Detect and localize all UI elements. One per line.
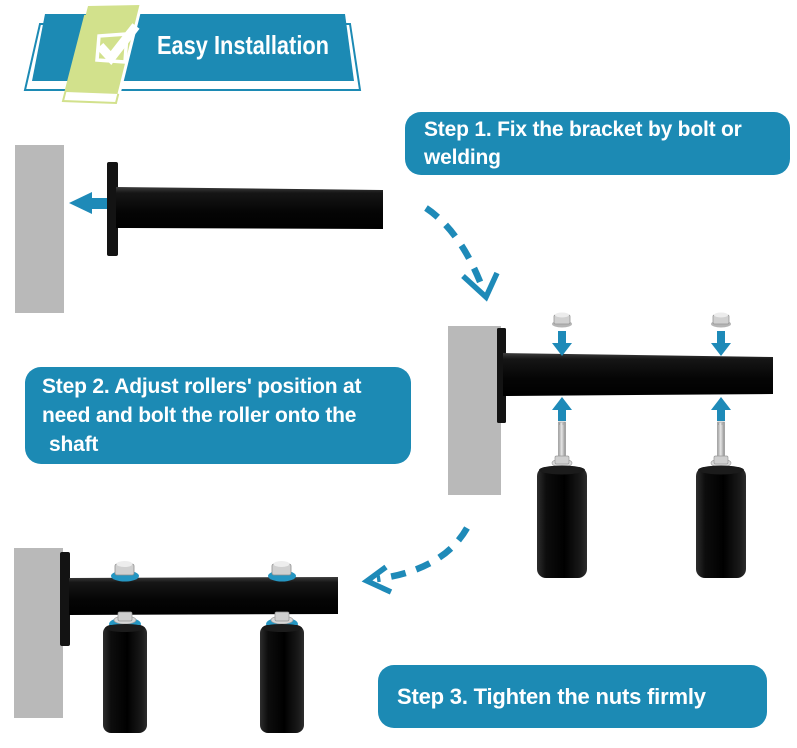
threaded-shaft (551, 421, 573, 468)
arrow-down-icon (711, 331, 731, 356)
arrow-up-icon (552, 397, 572, 421)
step-3-callout: Step 3. Tighten the nuts firmly (378, 665, 767, 728)
roller (103, 611, 147, 733)
banner-title: Easy Installation (157, 30, 329, 60)
step-2-text-line: Step 2. Adjust rollers' position at (42, 375, 362, 398)
arrow-down-icon (552, 331, 572, 356)
easy-installation-banner: Easy Installation (23, 4, 362, 105)
bracket-plate (60, 552, 70, 646)
illustration-finished-assembly (14, 548, 338, 733)
roller (537, 465, 587, 578)
mounting-post (14, 548, 63, 718)
mounting-post (448, 326, 501, 495)
curved-dashed-arrow-icon (424, 205, 500, 302)
bracket-beam (503, 353, 773, 396)
banner-green-band-edge (117, 4, 143, 95)
roller (260, 611, 304, 733)
step-1-text-line: Step 1. Fix the bracket by bolt or (424, 118, 742, 141)
illustration-roller-assembly (448, 312, 773, 578)
checkbox-check-icon (95, 23, 140, 65)
bracket-beam (116, 187, 383, 229)
tightened-nut-icon (111, 561, 139, 582)
step-2-callout: Step 2. Adjust rollers' position at need… (25, 367, 411, 464)
step-1-callout: Step 1. Fix the bracket by bolt or weldi… (405, 112, 790, 175)
step-2-text-line: shaft (49, 433, 99, 456)
step-3-text-line: Step 3. Tighten the nuts firmly (397, 683, 706, 709)
arrow-up-icon (711, 397, 731, 421)
bracket-plate (107, 162, 118, 256)
bracket-plate (497, 328, 506, 423)
threaded-shaft (710, 421, 732, 468)
roller (696, 465, 746, 578)
bracket-beam (69, 577, 338, 615)
arrow-left-icon (69, 192, 108, 214)
illustration-bracket-mounting (15, 145, 383, 313)
step-1-text-line: welding (424, 146, 501, 169)
step-2-text-line: need and bolt the roller onto the (42, 404, 357, 427)
mounting-post (15, 145, 64, 313)
nut-icon (552, 312, 572, 328)
tightened-nut-icon (268, 561, 296, 582)
curved-dashed-arrow-icon (361, 526, 470, 595)
nut-icon (711, 312, 731, 328)
